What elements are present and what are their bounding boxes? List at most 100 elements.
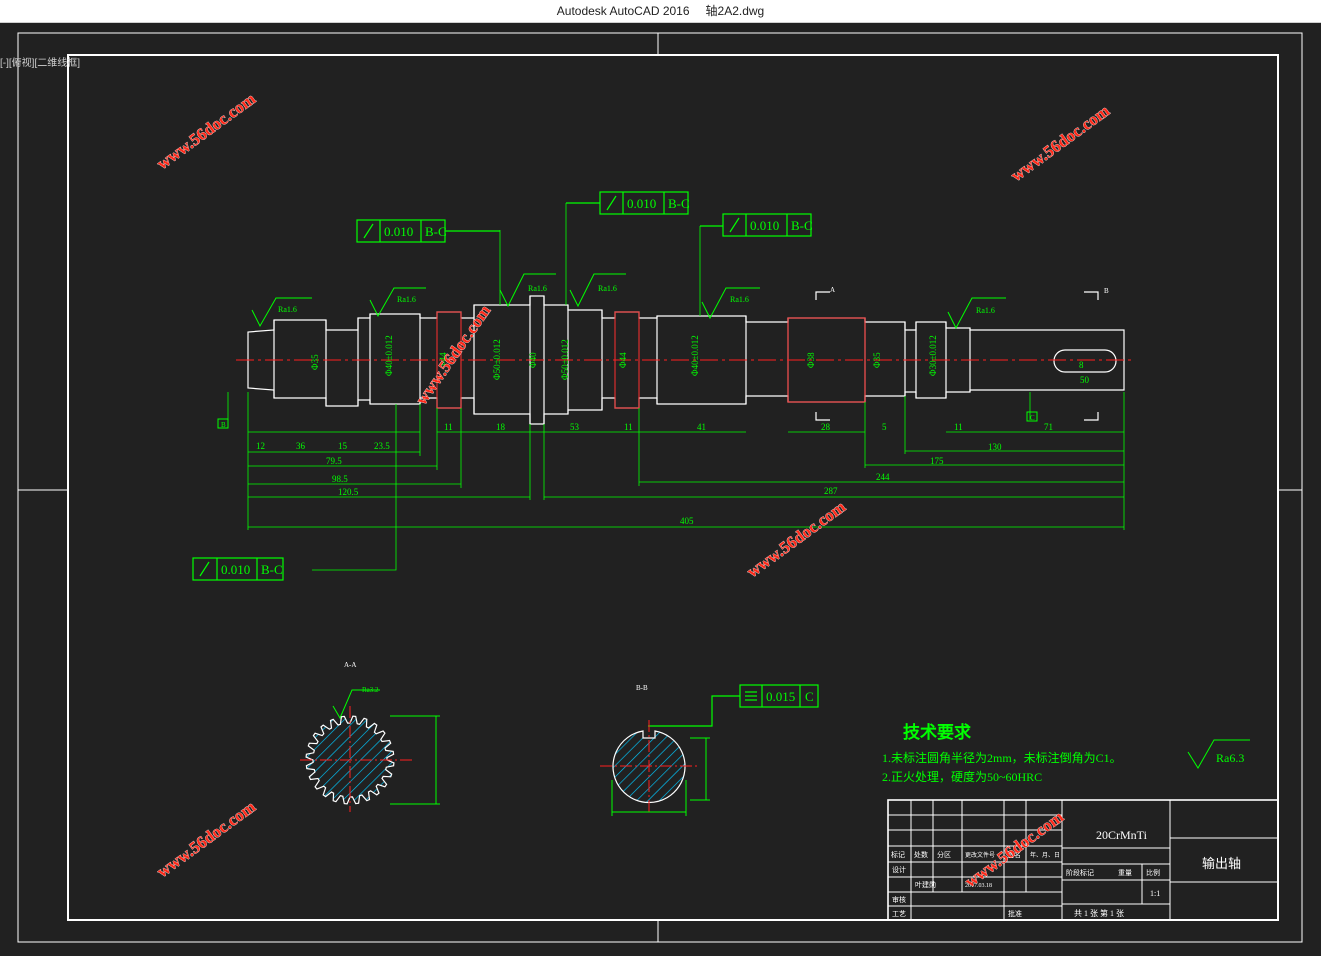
dim-53: 53 <box>570 422 580 432</box>
tol2-value: 0.010 <box>627 196 656 211</box>
ra-5: Ra1.6 <box>730 295 749 304</box>
dia-40b: Φ40 <box>528 352 538 368</box>
hdr-date: 年、月、日 <box>1030 851 1060 859</box>
title-block <box>887 799 1279 921</box>
scale-text: 1:1 <box>1150 889 1160 898</box>
roughness-symbols <box>251 273 1250 769</box>
col-scale: 比例 <box>1146 868 1160 877</box>
hdr-sign: 签名 <box>1007 850 1021 859</box>
ra-6: Ra1.6 <box>976 306 995 315</box>
datum-b: B <box>221 421 226 429</box>
dim-15: 15 <box>338 441 348 451</box>
tolerance-frame-texts: 0.010 B-C 0.010 B-C 0.010 B-C 0.010 B-C … <box>221 196 814 704</box>
drawing-svg[interactable]: 12 36 15 23.5 11 18 53 11 41 28 5 11 71 … <box>0 23 1321 952</box>
title-block-texts: 20CrMnTi 输出轴 1:1 共 1 张 第 1 张 标记 处数 分区 更改… <box>891 828 1241 918</box>
watermark-6: www.56doc.com <box>961 807 1067 891</box>
file-name: 轴2A2.dwg <box>705 4 765 18</box>
dim-28: 28 <box>821 422 831 432</box>
dia-35a: Φ35 <box>310 354 320 370</box>
tech-heading: 技术要求 <box>903 722 971 742</box>
design-date: 2017.03.18 <box>965 883 992 889</box>
tech-requirements: 技术要求 1.未标注圆角半径为2mm，未标注倒角为C1。 2.正火处理，硬度为5… <box>882 722 1122 784</box>
col-stage: 阶段标记 <box>1066 868 1094 877</box>
dia-50b: Φ50±0.012 <box>560 339 570 380</box>
watermark-4: www.56doc.com <box>743 497 849 581</box>
dim-5: 5 <box>882 422 887 432</box>
dim-36: 36 <box>296 441 306 451</box>
gear-section-view <box>300 706 440 812</box>
dia-35b: Φ35 <box>872 352 882 368</box>
designer-name: 叶建勋 <box>915 880 936 889</box>
datum-c: C <box>1030 414 1035 422</box>
tech-item-1: 1.未标注圆角半径为2mm，未标注倒角为C1。 <box>882 750 1122 765</box>
diameter-texts: Φ35 Φ40±0.012 Φ44 Φ50±0.012 Φ40 Φ50±0.01… <box>310 335 938 380</box>
tech-item-2: 2.正火处理，硬度为50~60HRC <box>882 769 1042 784</box>
dim-23-5: 23.5 <box>374 441 390 451</box>
tol5-datum: C <box>805 689 814 704</box>
tolerance-frame-1 <box>356 219 500 243</box>
dim-11a: 11 <box>444 422 453 432</box>
tol3-value: 0.010 <box>750 218 779 233</box>
keyway-dim-8: 8 <box>1079 360 1084 370</box>
dim-175: 175 <box>930 456 944 466</box>
dia-30: Φ30±0.012 <box>928 335 938 376</box>
datum-texts: B C <box>221 414 1035 429</box>
app-title: Autodesk AutoCAD 2016 <box>556 4 690 18</box>
section-label-b: B <box>1104 287 1109 295</box>
tol5-value: 0.015 <box>766 689 795 704</box>
hdr-zone: 分区 <box>937 850 951 859</box>
hdr-mark: 标记 <box>891 850 905 859</box>
ra-7: Ra3.2 <box>362 686 379 694</box>
ra-8: Ra6.3 <box>1216 751 1244 765</box>
dia-40a: Φ40±0.012 <box>384 335 394 376</box>
section-label-bb: B-B <box>636 684 648 692</box>
watermark-1: www.56doc.com <box>153 89 259 173</box>
window-title-bar: Autodesk AutoCAD 2016 轴2A2.dwg <box>0 0 1321 23</box>
hdr-docno: 更改文件号 <box>965 851 995 859</box>
dim-79-5: 79.5 <box>326 456 342 466</box>
tol4-datum: B-C <box>261 562 283 577</box>
dim-12: 12 <box>256 441 265 451</box>
tolerance-frame-4 <box>192 557 284 581</box>
tolerance-frame-5 <box>648 684 819 727</box>
datum-markers <box>217 411 1038 429</box>
dia-44a: Φ44 <box>438 352 448 368</box>
drawing-frame <box>17 32 1303 943</box>
dia-44b: Φ44 <box>618 352 628 368</box>
section-label-a: A <box>830 286 835 294</box>
tol1-value: 0.010 <box>384 224 413 239</box>
tol1-datum: B-C <box>425 224 447 239</box>
part-name: 输出轴 <box>1202 856 1241 871</box>
ra-3: Ra1.6 <box>528 284 547 293</box>
dia-50a: Φ50±0.012 <box>492 339 502 380</box>
dim-41: 41 <box>697 422 706 432</box>
keyway-dim-50: 50 <box>1080 375 1090 385</box>
row-review: 审核 <box>892 895 906 904</box>
col-weight: 重量 <box>1118 869 1132 877</box>
section-markers <box>815 291 1099 421</box>
dia-40c: Φ40±0.012 <box>690 335 700 376</box>
dim-18: 18 <box>496 422 506 432</box>
viewport-label[interactable]: [-][俯视][二维线框] <box>0 58 80 69</box>
watermark-5: www.56doc.com <box>153 797 259 881</box>
tol2-datum: B-C <box>668 196 690 211</box>
ra-2: Ra1.6 <box>397 295 416 304</box>
dia-38: Φ38 <box>806 352 816 368</box>
drawing-canvas[interactable]: 12 36 15 23.5 11 18 53 11 41 28 5 11 71 … <box>0 23 1321 952</box>
sheet-info: 共 1 张 第 1 张 <box>1074 908 1124 918</box>
tol4-value: 0.010 <box>221 562 250 577</box>
row-process: 工艺 <box>892 910 906 918</box>
dim-11b: 11 <box>624 422 633 432</box>
tolerance-frame-3 <box>700 213 812 237</box>
keyway-section-view <box>600 720 710 816</box>
dim-11c: 11 <box>954 422 963 432</box>
dimension-texts: 12 36 15 23.5 11 18 53 11 41 28 5 11 71 … <box>256 360 1090 526</box>
hdr-count: 处数 <box>914 850 928 859</box>
dim-130: 130 <box>988 442 1002 452</box>
ra-1: Ra1.6 <box>278 305 297 314</box>
ra-4: Ra1.6 <box>598 284 617 293</box>
watermark-2: www.56doc.com <box>1007 101 1113 185</box>
roughness-texts: Ra1.6 Ra1.6 Ra1.6 Ra1.6 Ra1.6 Ra1.6 Ra3.… <box>278 284 1244 765</box>
row-approve: 批准 <box>1008 909 1022 918</box>
dim-98-5: 98.5 <box>332 474 348 484</box>
